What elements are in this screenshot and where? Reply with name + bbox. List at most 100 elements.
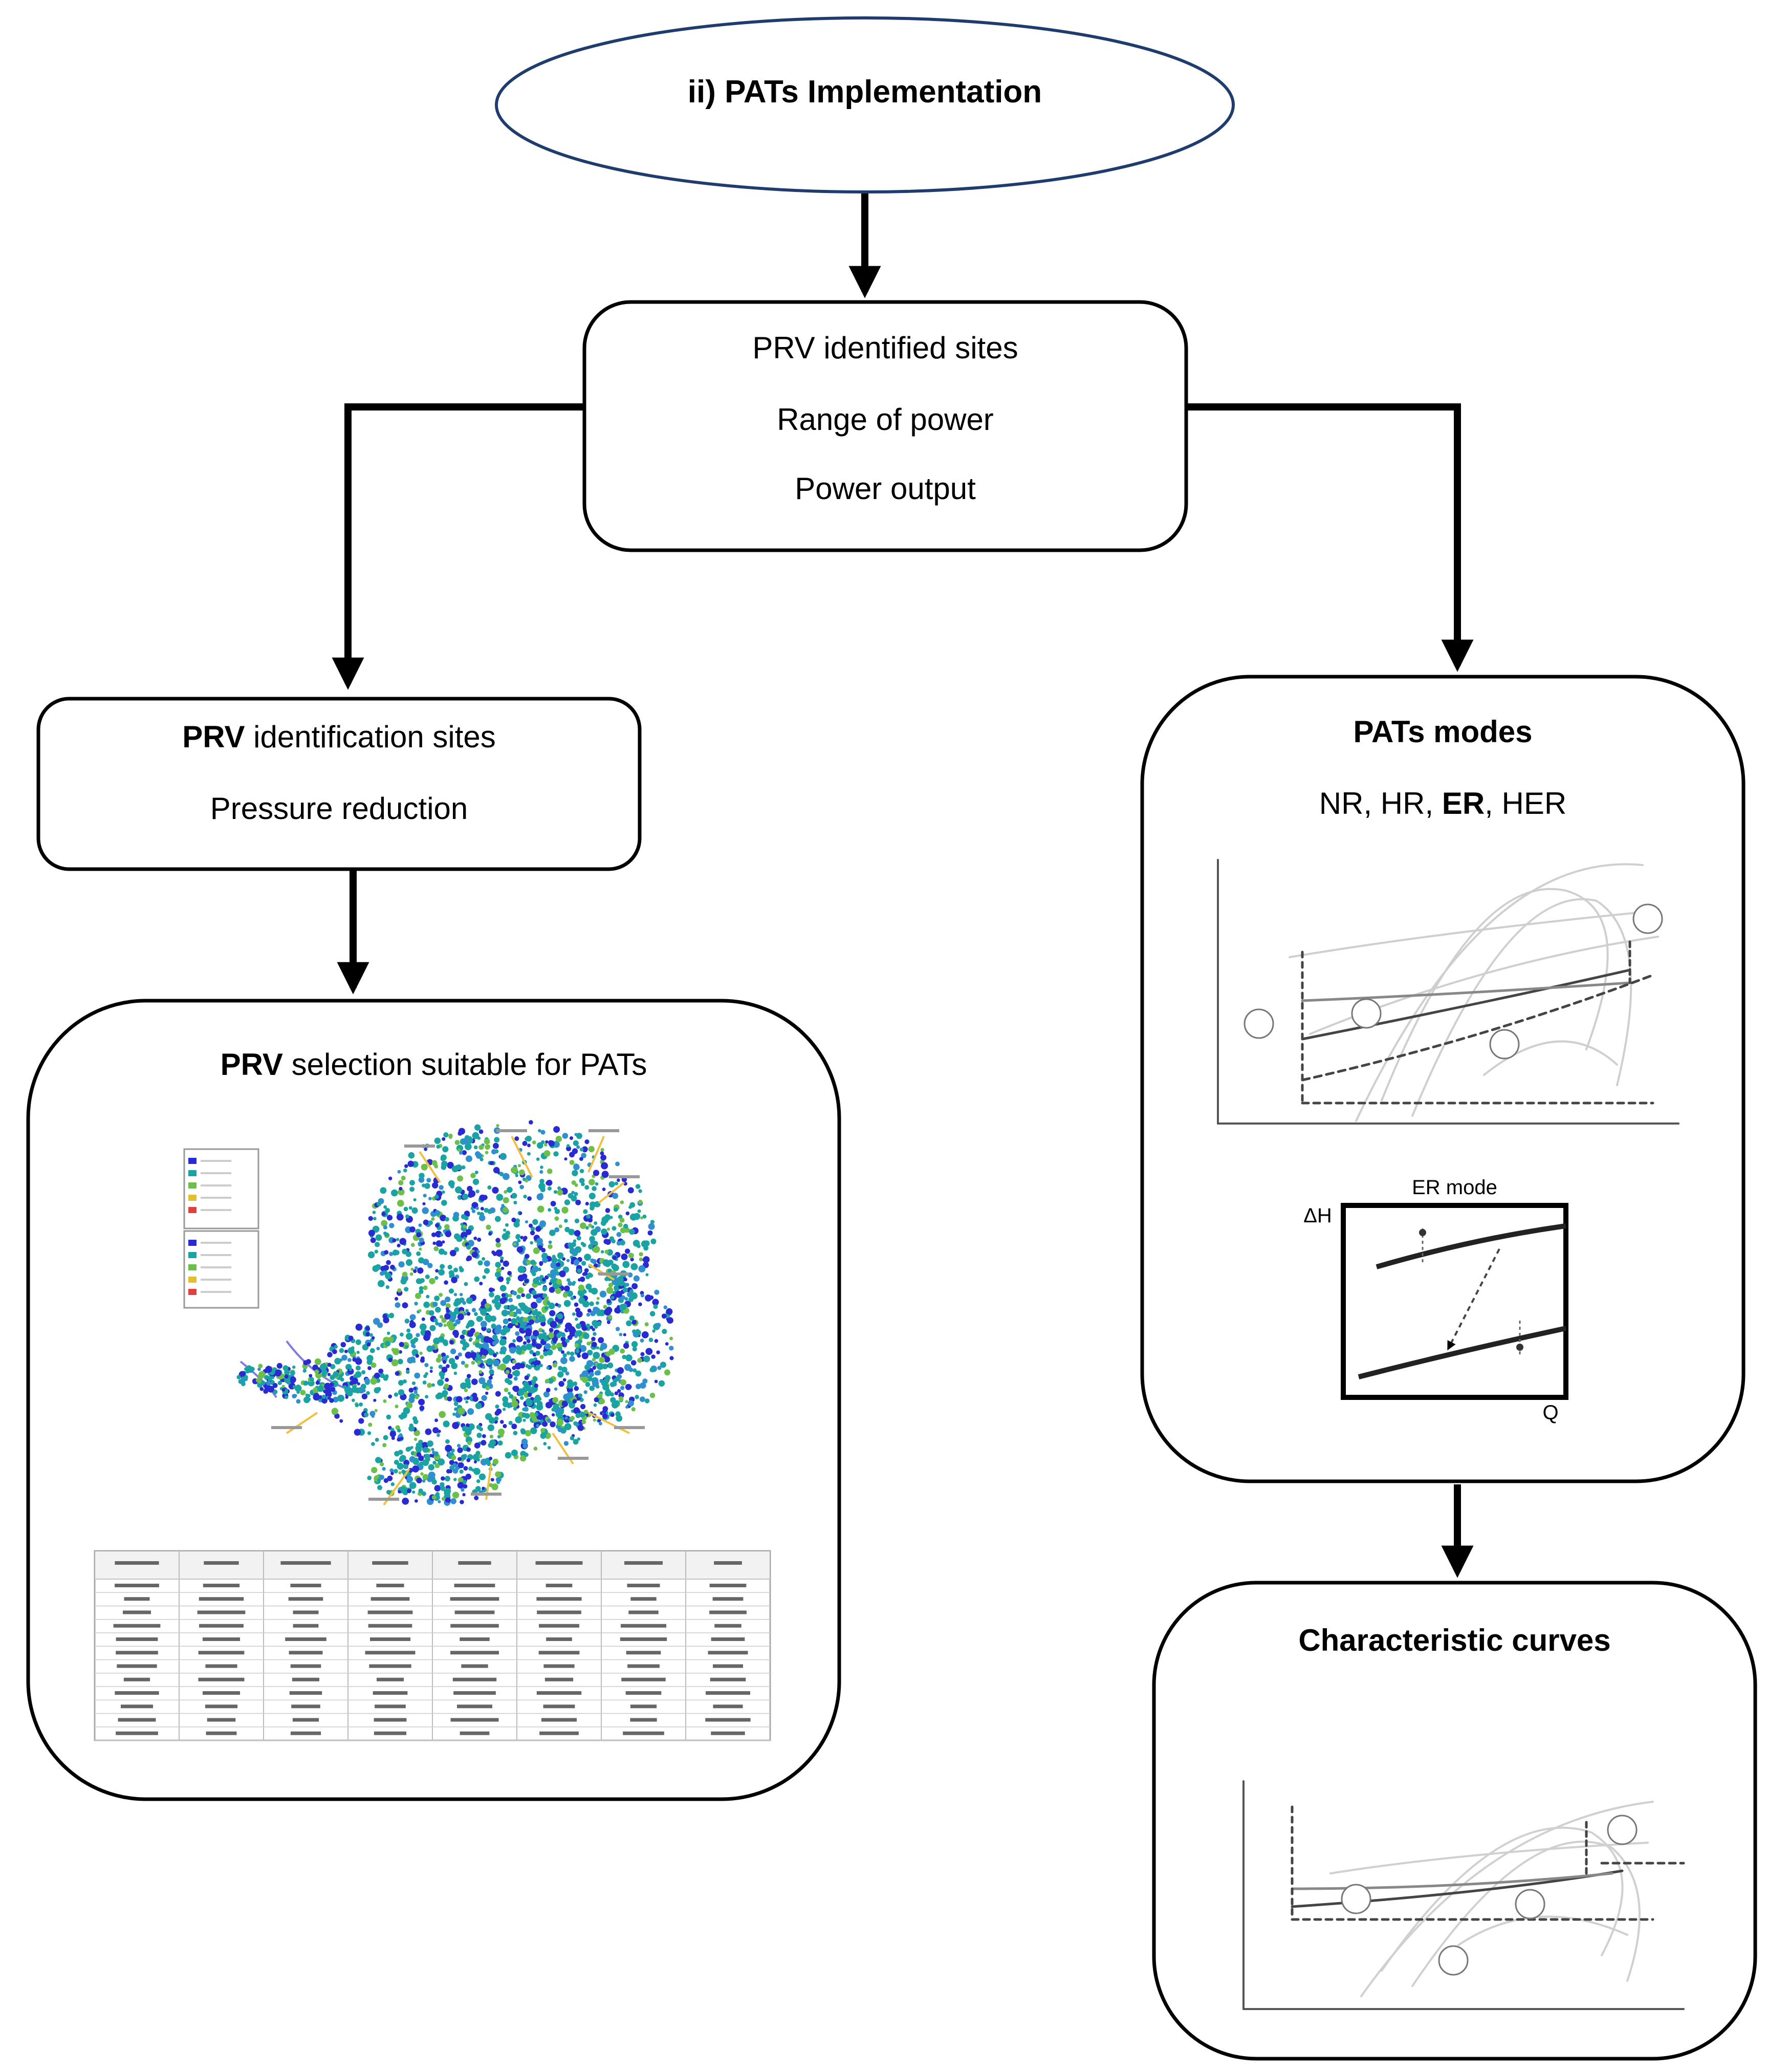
network-node	[653, 1304, 658, 1309]
network-node	[375, 1234, 382, 1241]
network-node	[654, 1289, 660, 1295]
network-node	[471, 1361, 475, 1365]
network-node	[392, 1348, 400, 1355]
network-node	[543, 1442, 547, 1445]
curves-title: Characteristic curves	[1298, 1623, 1611, 1657]
network-node	[404, 1164, 408, 1168]
valve-table-cell-text	[628, 1610, 659, 1614]
network-node	[467, 1240, 474, 1247]
network-node	[543, 1391, 550, 1398]
network-node	[548, 1402, 553, 1408]
network-node	[445, 1297, 451, 1303]
network-node	[633, 1275, 640, 1282]
start-label: ii) PATs Implementation	[687, 74, 1042, 110]
legend-text-line	[201, 1242, 231, 1244]
network-node	[519, 1212, 522, 1215]
network-node	[434, 1485, 441, 1492]
network-node	[574, 1302, 579, 1307]
network-node	[414, 1302, 418, 1306]
network-node	[419, 1173, 425, 1179]
network-node	[570, 1416, 575, 1421]
network-node	[509, 1347, 516, 1354]
network-node	[499, 1259, 504, 1263]
network-node	[620, 1240, 625, 1246]
network-node	[485, 1144, 490, 1150]
network-node	[522, 1238, 527, 1242]
network-node	[454, 1333, 459, 1338]
network-node	[593, 1332, 597, 1336]
network-node	[572, 1282, 575, 1286]
valve-table-cell-text	[543, 1704, 575, 1709]
network-node	[548, 1208, 552, 1212]
network-node	[516, 1246, 523, 1253]
network-node	[463, 1466, 468, 1471]
network-node	[522, 1408, 526, 1411]
network-node	[527, 1385, 532, 1389]
network-node	[617, 1178, 620, 1182]
network-node	[479, 1282, 483, 1286]
valve-table-cell-text	[453, 1691, 496, 1695]
network-node	[583, 1209, 588, 1214]
network-node	[435, 1357, 442, 1363]
network-node	[450, 1348, 456, 1354]
network-node	[482, 1365, 486, 1369]
network-node	[520, 1236, 524, 1240]
network-node	[420, 1278, 425, 1283]
network-node	[358, 1418, 364, 1424]
network-node	[453, 1401, 459, 1407]
network-node	[529, 1412, 536, 1418]
network-node	[522, 1418, 526, 1422]
network-node	[390, 1482, 395, 1486]
network-node	[565, 1371, 570, 1376]
network-node	[499, 1298, 506, 1304]
network-node	[594, 1397, 599, 1402]
network-node	[413, 1387, 417, 1390]
network-node	[502, 1207, 509, 1213]
network-node	[481, 1354, 486, 1359]
network-node	[476, 1479, 481, 1483]
network-node	[402, 1302, 408, 1309]
network-node	[512, 1371, 517, 1376]
network-node	[473, 1145, 478, 1150]
network-node	[571, 1195, 577, 1202]
network-node	[313, 1393, 320, 1401]
network-node	[578, 1284, 584, 1291]
valve-table-cell-text	[203, 1584, 240, 1587]
network-node	[364, 1378, 370, 1384]
network-node	[482, 1275, 486, 1279]
network-node	[632, 1346, 637, 1352]
network-node	[592, 1328, 596, 1331]
network-node	[645, 1294, 652, 1302]
network-node	[394, 1451, 400, 1457]
network-node	[513, 1221, 520, 1228]
network-node	[459, 1266, 463, 1270]
network-node	[547, 1301, 551, 1305]
network-node	[503, 1228, 507, 1232]
network-node	[296, 1399, 301, 1404]
network-node	[531, 1311, 536, 1315]
network-node	[620, 1200, 624, 1204]
network-node	[595, 1370, 601, 1376]
network-node	[604, 1249, 609, 1254]
network-node	[388, 1336, 394, 1343]
network-node	[574, 1133, 578, 1136]
network-node	[562, 1257, 565, 1261]
network-node	[509, 1304, 516, 1311]
network-node	[284, 1374, 289, 1379]
network-node	[473, 1467, 481, 1475]
network-node	[536, 1399, 540, 1404]
network-node	[478, 1377, 486, 1385]
network-node	[508, 1318, 512, 1322]
network-node	[511, 1318, 517, 1325]
network-node	[478, 1145, 484, 1150]
network-node	[327, 1352, 333, 1357]
network-node	[440, 1233, 443, 1237]
network-node	[485, 1386, 490, 1391]
network-node	[425, 1428, 432, 1435]
network-node	[542, 1278, 546, 1282]
network-node	[267, 1386, 274, 1393]
network-node	[441, 1497, 446, 1501]
network-node	[462, 1480, 467, 1484]
network-node	[499, 1339, 507, 1346]
network-node	[473, 1236, 477, 1240]
